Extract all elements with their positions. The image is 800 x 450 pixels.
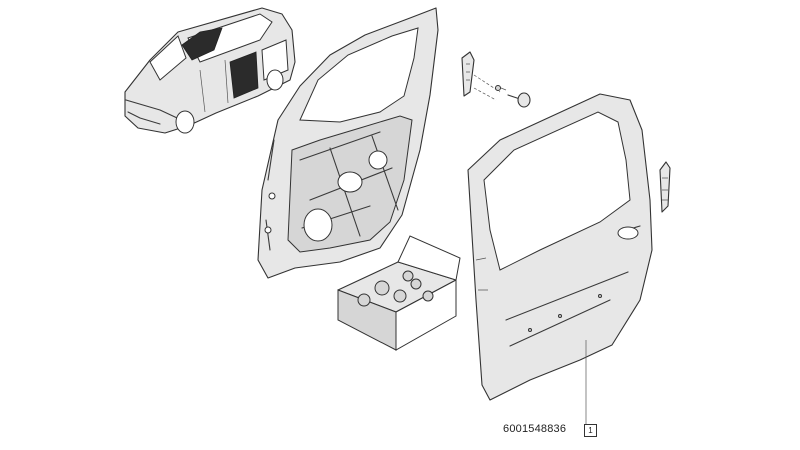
part-number-label: 6001548836 (503, 423, 567, 435)
door-outer-skin (467, 93, 653, 401)
door-inner-frame (257, 7, 439, 279)
fastener-bracket (461, 51, 501, 101)
highlight-window-icon (181, 27, 223, 61)
side-bracket (659, 161, 671, 213)
callout-box: 1 (584, 424, 597, 437)
highlight-door-icon (229, 51, 259, 99)
vehicle-overview (124, 7, 296, 134)
fastener-kit-box (337, 235, 461, 351)
screw (495, 85, 531, 108)
